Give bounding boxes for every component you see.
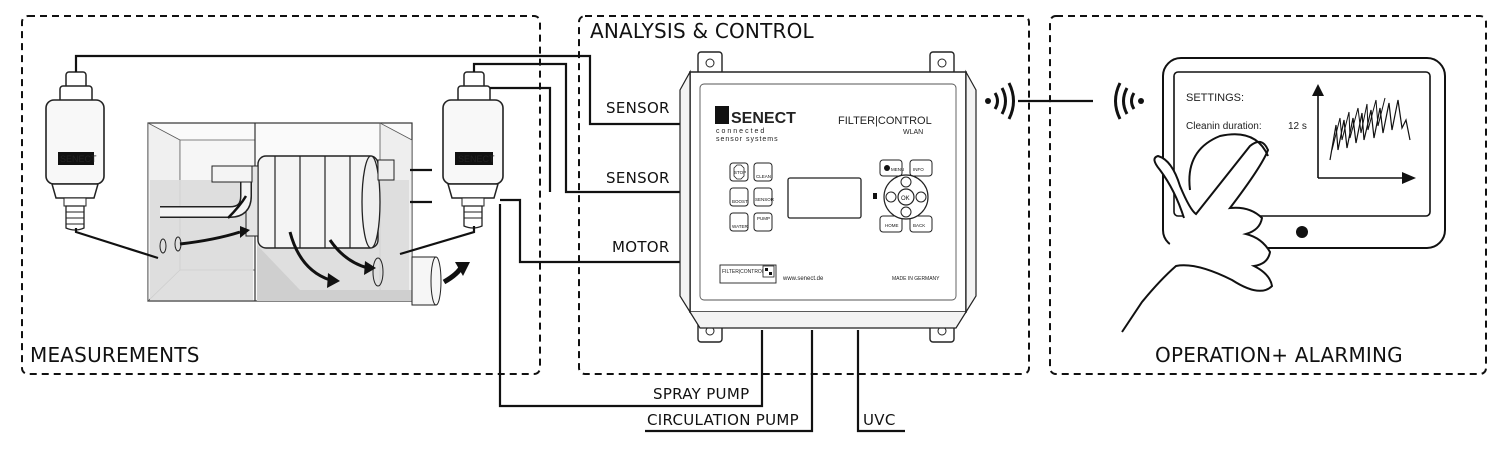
touch-ring xyxy=(1188,133,1269,191)
controller-tagline-1: connected xyxy=(716,128,766,135)
controller-product: FILTER|CONTROL xyxy=(838,115,932,127)
operation-frame xyxy=(1049,15,1487,375)
analysis-title: ANALYSIS & CONTROL xyxy=(590,19,815,43)
label-circulation-pump: CIRCULATION PUMP xyxy=(647,411,799,429)
btn-ok-label: OK xyxy=(901,196,910,202)
tablet-trend-graph xyxy=(1312,84,1416,184)
controller-wlan: WLAN xyxy=(903,129,923,136)
filter-control-unit: SENECT connected sensor systems FILTER|C… xyxy=(679,51,977,343)
controller-tagline-2: sensor systems xyxy=(716,136,779,143)
btn-back-label: BACK xyxy=(913,223,925,228)
measurements-title: MEASUREMENTS xyxy=(30,343,200,367)
operation-title: OPERATION+ ALARMING xyxy=(1155,343,1403,367)
wifi-receiver-icon xyxy=(1114,82,1144,120)
filter-tank-illustration xyxy=(147,122,470,306)
label-uvc: UVC xyxy=(863,411,896,429)
controller-website: www.senect.de xyxy=(782,276,824,282)
hand-icon xyxy=(1121,140,1274,333)
label-sensor-1: SENSOR xyxy=(606,99,670,117)
pressure-sensor-right: SENECT xyxy=(442,71,504,229)
btn-home-label: HOME xyxy=(885,223,899,228)
analysis-frame xyxy=(578,15,1030,375)
tablet-setting-label: Cleanin duration: xyxy=(1186,121,1262,132)
tablet-settings-heading: SETTINGS: xyxy=(1186,92,1244,104)
btn-pump-label: PUMP xyxy=(757,216,770,221)
controller-made-in: MADE IN GERMANY xyxy=(892,276,940,282)
label-sensor-2: SENSOR xyxy=(606,169,670,187)
wiring xyxy=(74,54,1093,433)
sensor-left-brand: SENECT xyxy=(60,154,97,164)
controller-nav-pad: MENU INFO HOME BACK OK xyxy=(873,159,933,233)
btn-sensor-label: SENSOR xyxy=(755,197,775,202)
controller-brand: SENECT xyxy=(731,110,796,127)
spray-pump-cable xyxy=(498,204,764,408)
label-spray-pump: SPRAY PUMP xyxy=(653,385,749,403)
btn-boost-label: BOOST xyxy=(732,199,748,204)
btn-stop-label: STOP xyxy=(734,170,746,175)
controller-left-keypad: STOP CLEAN BOOST SENSOR WATER PUMP xyxy=(729,162,775,232)
btn-water-label: WATER xyxy=(732,224,748,229)
motor-cable xyxy=(500,198,680,264)
btn-clean-label: CLEAN xyxy=(756,174,771,179)
uvc-cable xyxy=(856,330,905,433)
sensor1-cable xyxy=(74,54,680,126)
tablet-home-button xyxy=(1296,226,1308,238)
tablet-device: SETTINGS: Cleanin duration: 12 s xyxy=(1121,57,1446,333)
sensor2-cable xyxy=(472,62,680,194)
wifi-emitter-icon xyxy=(985,82,1015,120)
measurements-frame xyxy=(21,15,541,375)
tablet-setting-value: 12 s xyxy=(1288,121,1307,132)
controller-display xyxy=(787,177,862,219)
controller-plate: FILTER|CONTROL xyxy=(722,269,765,275)
sensor-right-brand: SENECT xyxy=(458,154,495,164)
btn-menu-label: MENU xyxy=(891,167,904,172)
btn-info-label: INFO xyxy=(913,167,924,172)
pressure-sensor-left: SENECT xyxy=(45,71,105,231)
sensor2-link xyxy=(490,86,552,192)
circulation-pump-cable xyxy=(645,330,814,433)
label-motor: MOTOR xyxy=(612,238,670,256)
